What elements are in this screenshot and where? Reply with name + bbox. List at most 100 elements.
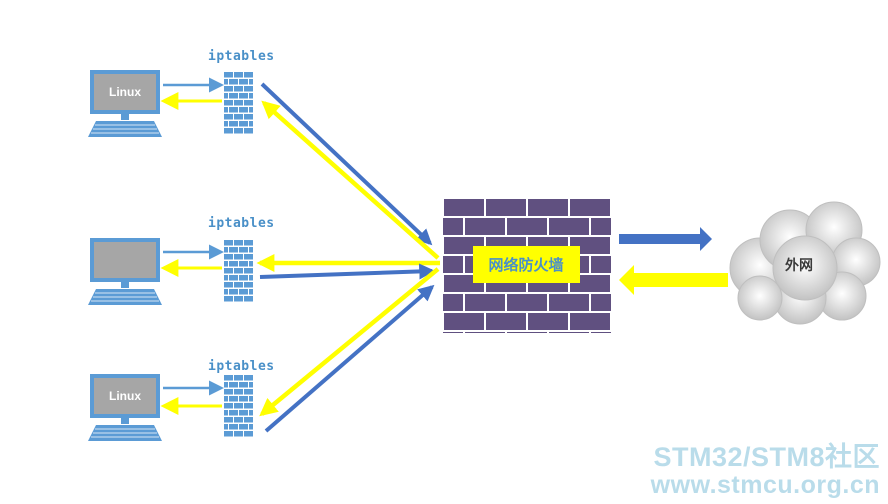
brick [239, 289, 248, 295]
brick [224, 86, 233, 92]
brick [249, 410, 253, 416]
brick [224, 240, 233, 246]
brick [244, 100, 253, 106]
brick [244, 114, 253, 120]
brick [239, 410, 248, 416]
brick [239, 275, 248, 281]
brick [234, 389, 243, 395]
brick [249, 79, 253, 85]
brick [244, 296, 253, 302]
brick [229, 424, 238, 430]
brick [229, 261, 238, 267]
brick [224, 100, 233, 106]
brick [234, 240, 243, 246]
outbound-arrow [264, 284, 435, 433]
brick [234, 72, 243, 78]
brick [239, 424, 248, 430]
brick [239, 396, 248, 402]
computer-icon: Linux [88, 374, 162, 441]
brick [229, 107, 238, 113]
brick [234, 417, 243, 423]
brick [224, 410, 228, 416]
brick [234, 375, 243, 381]
brick [244, 72, 253, 78]
brick [224, 424, 228, 430]
brick [239, 247, 248, 253]
brick [244, 86, 253, 92]
inbound-arrow [259, 267, 440, 417]
iptables-label: iptables [208, 216, 275, 231]
cloud-icon: 外网 [729, 201, 881, 325]
brick [239, 121, 248, 127]
outbound-arrow [260, 82, 433, 246]
brick [229, 79, 238, 85]
iptables-label: iptables [208, 49, 275, 64]
screen-label: Linux [109, 389, 141, 403]
brick [224, 121, 228, 127]
brick [249, 107, 253, 113]
brick [249, 382, 253, 388]
brick [244, 240, 253, 246]
brick [234, 254, 243, 260]
outbound-arrow [259, 263, 436, 280]
brick [239, 261, 248, 267]
inbound-arrow [261, 100, 440, 260]
brick [249, 93, 253, 99]
brick [224, 431, 233, 437]
brick [244, 417, 253, 423]
external-arrows [619, 227, 728, 295]
brick [249, 289, 253, 295]
brick [224, 396, 228, 402]
brick [244, 431, 253, 437]
cloud-label: 外网 [785, 257, 813, 274]
computer-icon: Linux [88, 70, 162, 137]
watermark-title: STM32/STM8社区 [653, 442, 880, 472]
brick [244, 389, 253, 395]
brick [234, 86, 243, 92]
brick [229, 410, 238, 416]
brick [224, 268, 233, 274]
brick [244, 254, 253, 260]
screen-label: Linux [109, 85, 141, 99]
brick [224, 114, 233, 120]
brick [249, 275, 253, 281]
brick [234, 296, 243, 302]
brick [229, 275, 238, 281]
brick [234, 268, 243, 274]
brick [239, 107, 248, 113]
iptables-label: iptables [208, 359, 275, 374]
inbound-arrow-external [619, 265, 728, 295]
brick [229, 93, 238, 99]
brick [249, 261, 253, 267]
brick [224, 417, 233, 423]
brick [224, 282, 233, 288]
watermark-url: www.stmcu.org.cn [650, 471, 880, 499]
brick [224, 275, 228, 281]
firewall-label: 网络防火墙 [488, 256, 563, 274]
brick [224, 79, 228, 85]
brick [229, 289, 238, 295]
brick [249, 121, 253, 127]
brick [239, 79, 248, 85]
brick [224, 93, 228, 99]
firewall-label-box [473, 246, 580, 283]
brick [224, 72, 233, 78]
brick [224, 289, 228, 295]
iptables-firewall-icon [224, 375, 253, 437]
brick [229, 247, 238, 253]
brick [224, 107, 228, 113]
brick [244, 282, 253, 288]
traffic-arrows [256, 82, 440, 433]
brick [244, 268, 253, 274]
outbound-arrow-external [619, 227, 712, 251]
brick [224, 128, 233, 134]
brick [224, 389, 233, 395]
brick [224, 382, 228, 388]
brick [234, 403, 243, 409]
brick [224, 254, 233, 260]
brick [224, 403, 233, 409]
brick [239, 93, 248, 99]
brick [234, 431, 243, 437]
brick [249, 424, 253, 430]
